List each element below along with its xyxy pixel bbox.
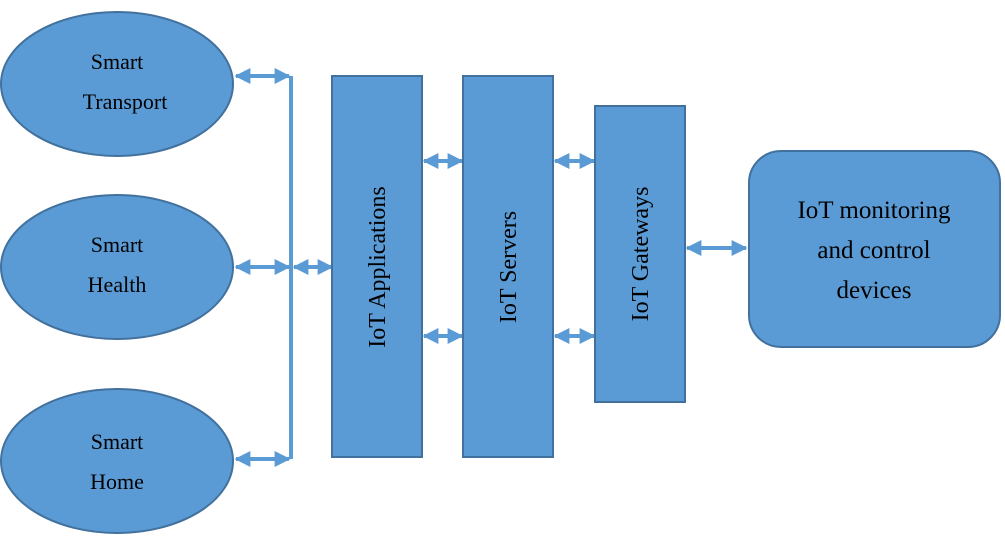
box-iot-devices: IoT monitoring and control devices (748, 150, 1001, 348)
iot-devices-label-line2: and control (817, 237, 930, 264)
smart-transport-label-line2: Transport (83, 89, 168, 114)
bar-iot-servers: IoT Servers (462, 75, 554, 458)
iot-servers-label: IoT Servers (496, 211, 522, 323)
smart-health-label-line1: Smart (91, 232, 144, 257)
iot-gateways-label: IoT Gateways (628, 187, 654, 322)
ellipse-smart-transport: Smart Transport (0, 11, 234, 157)
iot-applications-label: IoT Applications (365, 186, 391, 348)
iot-devices-label-line1: IoT monitoring (797, 197, 951, 224)
ellipse-smart-home: Smart Home (0, 388, 234, 534)
smart-transport-label-line1: Smart (91, 49, 144, 74)
bar-iot-gateways: IoT Gateways (594, 105, 686, 403)
smart-health-label-line2: Health (88, 272, 147, 297)
smart-home-label-line2: Home (90, 469, 144, 494)
smart-home-label-line1: Smart (91, 429, 144, 454)
bar-iot-applications: IoT Applications (331, 75, 423, 458)
ellipse-smart-health: Smart Health (0, 194, 234, 340)
iot-devices-label-line3: devices (837, 277, 912, 304)
